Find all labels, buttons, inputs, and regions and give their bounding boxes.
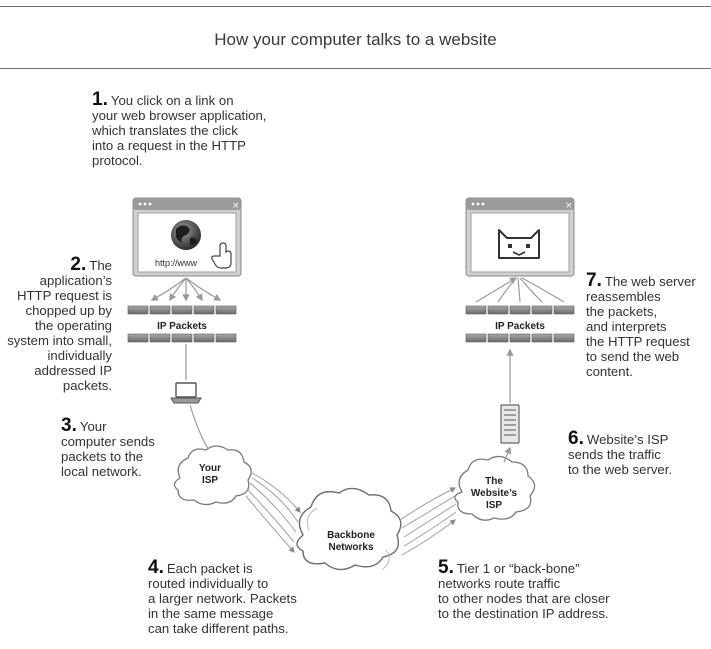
svg-text:×: × xyxy=(232,201,240,211)
backbone-label-1: Backbone xyxy=(327,530,375,541)
top-rule xyxy=(0,6,711,7)
step-3-text: Your computer sends packets to the local… xyxy=(61,419,155,479)
step-7-number: 7. xyxy=(586,270,602,291)
your-isp-cloud: Your ISP xyxy=(173,445,252,506)
browser-window-left: × http://www xyxy=(132,197,242,277)
step-5-text: Tier 1 or “back-bone” networks route tra… xyxy=(438,561,610,621)
diagram-title: How your computer talks to a website xyxy=(214,30,497,49)
backbone-cloud: Backbone Networks xyxy=(296,487,402,571)
step-2-number: 2. xyxy=(70,254,87,275)
step-3: 3.Your computer sends packets to the loc… xyxy=(61,415,181,479)
step-5: 5.Tier 1 or “back-bone” networks route t… xyxy=(438,557,648,621)
step-4-text: Each packet is routed individually to a … xyxy=(148,561,297,636)
browser-window-right: × xyxy=(465,197,575,277)
isp-to-server-arrow xyxy=(503,446,512,463)
your-isp-label-2: ISP xyxy=(202,475,218,486)
step-3-number: 3. xyxy=(61,415,77,436)
step-7: 7.The web server reassembles the packets… xyxy=(586,270,708,379)
isp-to-backbone-arrows xyxy=(245,472,301,553)
website-isp-label-2: Website’s xyxy=(471,488,518,499)
website-isp-label-1: The xyxy=(485,476,503,487)
website-isp-label-3: ISP xyxy=(486,500,502,511)
laptop-icon xyxy=(170,382,202,404)
backbone-label-2: Networks xyxy=(328,542,373,553)
step-1-number: 1. xyxy=(92,89,108,110)
hand-cursor-icon xyxy=(211,242,232,269)
browser-to-packets-arrows-left xyxy=(150,277,222,302)
globe-icon xyxy=(171,220,201,250)
cat-face-icon xyxy=(498,229,540,259)
step-6-number: 6. xyxy=(568,428,584,449)
ip-packets-right: IP Packets xyxy=(465,305,575,343)
step-1-text: You click on a link on your web browser … xyxy=(92,93,267,168)
step-6: 6.Website’s ISP sends the traffic to the… xyxy=(568,428,698,477)
step-1: 1.You click on a link on your web browse… xyxy=(92,89,302,168)
step-4: 4.Each packet is routed individually to … xyxy=(148,557,328,636)
svg-text:×: × xyxy=(565,201,573,211)
title-underline xyxy=(0,68,711,69)
step-6-text: Website’s ISP sends the traffic to the w… xyxy=(568,432,673,477)
website-isp-cloud: The Website’s ISP xyxy=(454,455,536,521)
browser-url: http://www xyxy=(155,258,198,268)
ip-packets-left-label: IP Packets xyxy=(157,321,207,332)
packets-to-browser-arrows-right xyxy=(475,277,565,303)
server-icon xyxy=(500,404,520,444)
step-5-number: 5. xyxy=(438,557,454,578)
step-2-text: The application’s HTTP request is choppe… xyxy=(7,258,112,393)
step-2: 2.The application’s HTTP request is chop… xyxy=(0,254,112,393)
backbone-to-website-isp-arrows xyxy=(399,487,457,556)
ip-packets-right-label: IP Packets xyxy=(495,321,545,332)
your-isp-label-1: Your xyxy=(199,463,221,474)
ip-packets-left: IP Packets xyxy=(127,305,237,343)
step-7-text: The web server reassembles the packets, … xyxy=(586,274,696,379)
step-4-number: 4. xyxy=(148,557,164,578)
